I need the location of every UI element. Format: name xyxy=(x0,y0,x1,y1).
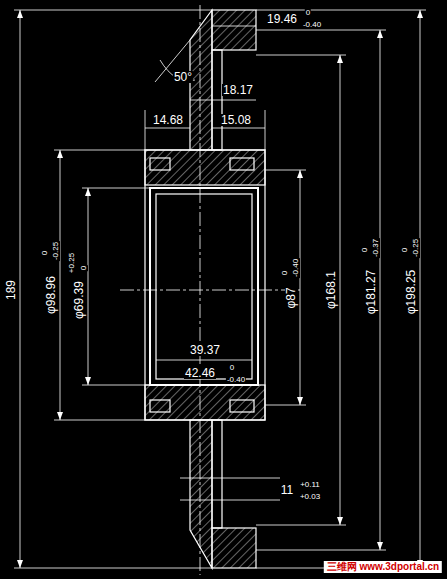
tolerance-label: 0 xyxy=(401,247,409,253)
tolerance-label: 0 xyxy=(361,247,369,253)
watermark-label: 三维网 www.3dportal.cn xyxy=(324,561,442,573)
tolerance-label: -0.40 xyxy=(226,376,246,384)
tolerance-label: -0.37 xyxy=(372,238,380,258)
diameter-label: φ168.1 xyxy=(325,270,337,310)
tolerance-label: +0.03 xyxy=(299,493,321,501)
dimension-label: 14.68 xyxy=(152,114,184,126)
dimension-label: 189 xyxy=(5,279,17,301)
diameter-label: φ198.25 xyxy=(405,269,417,315)
diameter-label: φ98.96 xyxy=(45,275,57,315)
tolerance-label: -0.40 xyxy=(292,258,300,278)
dimension-label: 18.17 xyxy=(222,84,254,96)
tolerance-label: -0.25 xyxy=(52,241,60,261)
dimension-label: 42.46 xyxy=(184,367,216,379)
angle-label: 50° xyxy=(173,71,193,83)
tolerance-label: 0 xyxy=(229,364,235,372)
diameter-label: φ181.27 xyxy=(365,269,377,315)
tolerance-label: -0.40 xyxy=(302,21,322,29)
tolerance-label: 0 xyxy=(41,250,49,256)
tolerance-label: 0 xyxy=(281,270,289,276)
diameter-label: φ87 xyxy=(285,286,297,309)
dimension-label: 15.08 xyxy=(220,114,252,126)
tolerance-label: 0 xyxy=(80,265,88,271)
dimension-label: 39.37 xyxy=(189,344,221,356)
dimension-label: 11 xyxy=(280,484,294,496)
tolerance-label: +0.25 xyxy=(68,252,76,274)
tolerance-label: 0 xyxy=(305,9,311,17)
tolerance-label: +0.11 xyxy=(299,481,321,489)
dimension-label: 19.46 xyxy=(266,13,298,25)
tolerance-label: -0.25 xyxy=(412,238,420,258)
diameter-label: φ69.39 xyxy=(73,280,85,320)
